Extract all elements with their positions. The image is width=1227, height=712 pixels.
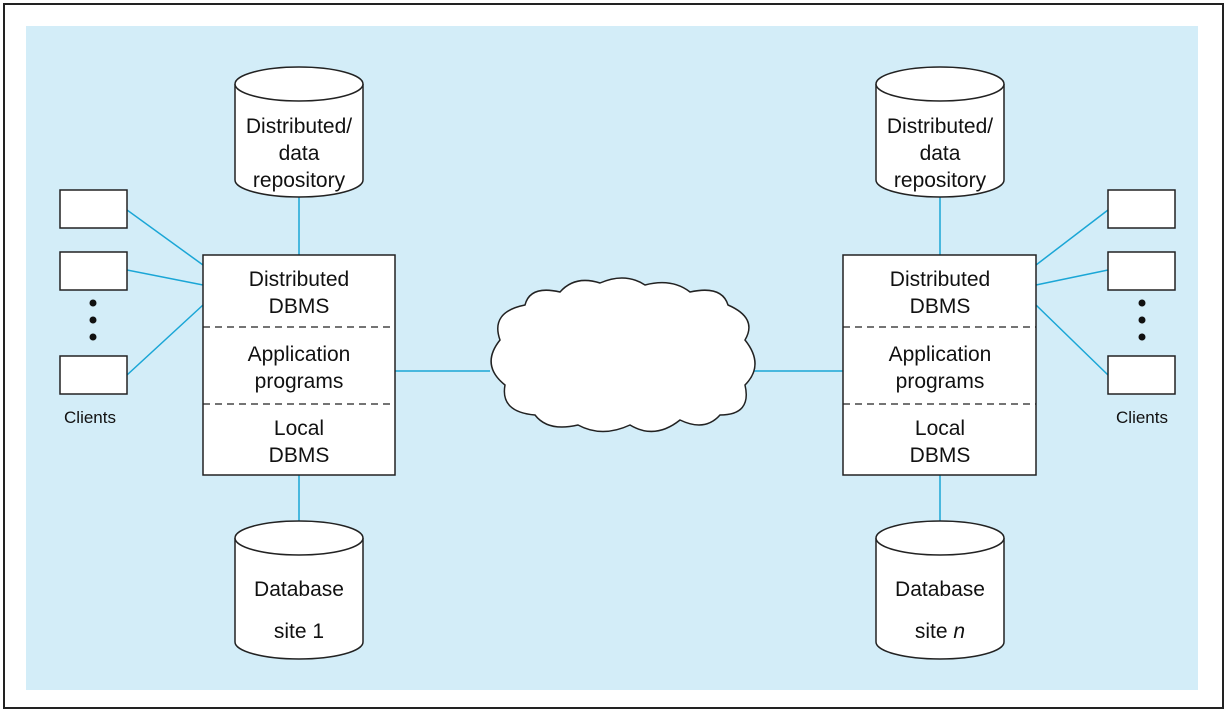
right-database-cylinder: Database site n bbox=[875, 520, 1005, 660]
connector-left-client-2 bbox=[126, 269, 204, 286]
right-local-label-line2: DBMS bbox=[910, 444, 971, 467]
connector-left-client-3 bbox=[126, 304, 204, 376]
right-client-ellipsis-dot bbox=[1138, 316, 1146, 324]
connector-left-client-1 bbox=[126, 209, 204, 266]
right-app-label-line1: Application bbox=[889, 343, 992, 366]
connectors bbox=[126, 197, 1109, 523]
left-local-label-line1: Local bbox=[274, 417, 324, 440]
connector-right-client-1 bbox=[1035, 209, 1109, 266]
left-repository-cylinder: Distributed/ data repository bbox=[234, 66, 364, 198]
left-dbms-label-line1: Distributed bbox=[249, 268, 349, 291]
network-cloud bbox=[490, 277, 756, 433]
left-local-label-line2: DBMS bbox=[269, 444, 330, 467]
left-client-ellipsis-dot bbox=[89, 333, 97, 341]
left-clients: Clients bbox=[59, 189, 128, 427]
right-client-ellipsis-dot bbox=[1138, 333, 1146, 341]
right-site: Distributed/ data repository Distributed… bbox=[842, 66, 1176, 660]
right-clients-label: Clients bbox=[1116, 408, 1168, 427]
right-app-label-line2: programs bbox=[896, 370, 985, 393]
left-client-ellipsis-dot bbox=[89, 299, 97, 307]
left-site: Distributed/ data repository Distributed… bbox=[59, 66, 396, 660]
left-database-label: Database bbox=[254, 578, 344, 601]
left-app-label-line2: programs bbox=[255, 370, 344, 393]
left-client-box-1 bbox=[59, 189, 128, 229]
right-database-label: Database bbox=[895, 578, 985, 601]
right-dbms-label-line2: DBMS bbox=[910, 295, 971, 318]
left-clients-label: Clients bbox=[64, 408, 116, 427]
left-site-box: Distributed DBMS Application programs Lo… bbox=[202, 254, 396, 476]
right-dbms-label-line1: Distributed bbox=[890, 268, 990, 291]
left-database-site-label: site 1 bbox=[274, 620, 324, 643]
left-client-ellipsis-dot bbox=[89, 316, 97, 324]
left-client-box-2 bbox=[59, 251, 128, 291]
right-repository-label-line3: repository bbox=[894, 169, 987, 192]
connector-right-client-3 bbox=[1035, 304, 1109, 376]
right-client-ellipsis-dot bbox=[1138, 299, 1146, 307]
left-client-box-3 bbox=[59, 355, 128, 395]
right-client-box-1 bbox=[1107, 189, 1176, 229]
right-site-box: Distributed DBMS Application programs Lo… bbox=[842, 254, 1037, 476]
left-repository-label-line1: Distributed/ bbox=[246, 115, 352, 138]
right-local-label-line1: Local bbox=[915, 417, 965, 440]
left-repository-label-line2: data bbox=[279, 142, 320, 165]
right-client-box-3 bbox=[1107, 355, 1176, 395]
right-database-site-label: site n bbox=[915, 620, 965, 643]
left-database-cylinder: Database site 1 bbox=[234, 520, 364, 660]
right-repository-label-line2: data bbox=[920, 142, 961, 165]
right-repository-cylinder: Distributed/ data repository bbox=[875, 66, 1005, 198]
left-repository-label-line3: repository bbox=[253, 169, 346, 192]
right-repository-label-line1: Distributed/ bbox=[887, 115, 993, 138]
left-app-label-line1: Application bbox=[248, 343, 351, 366]
right-clients: Clients bbox=[1107, 189, 1176, 427]
right-client-box-2 bbox=[1107, 251, 1176, 291]
connector-right-client-2 bbox=[1035, 269, 1109, 286]
left-dbms-label-line2: DBMS bbox=[269, 295, 330, 318]
